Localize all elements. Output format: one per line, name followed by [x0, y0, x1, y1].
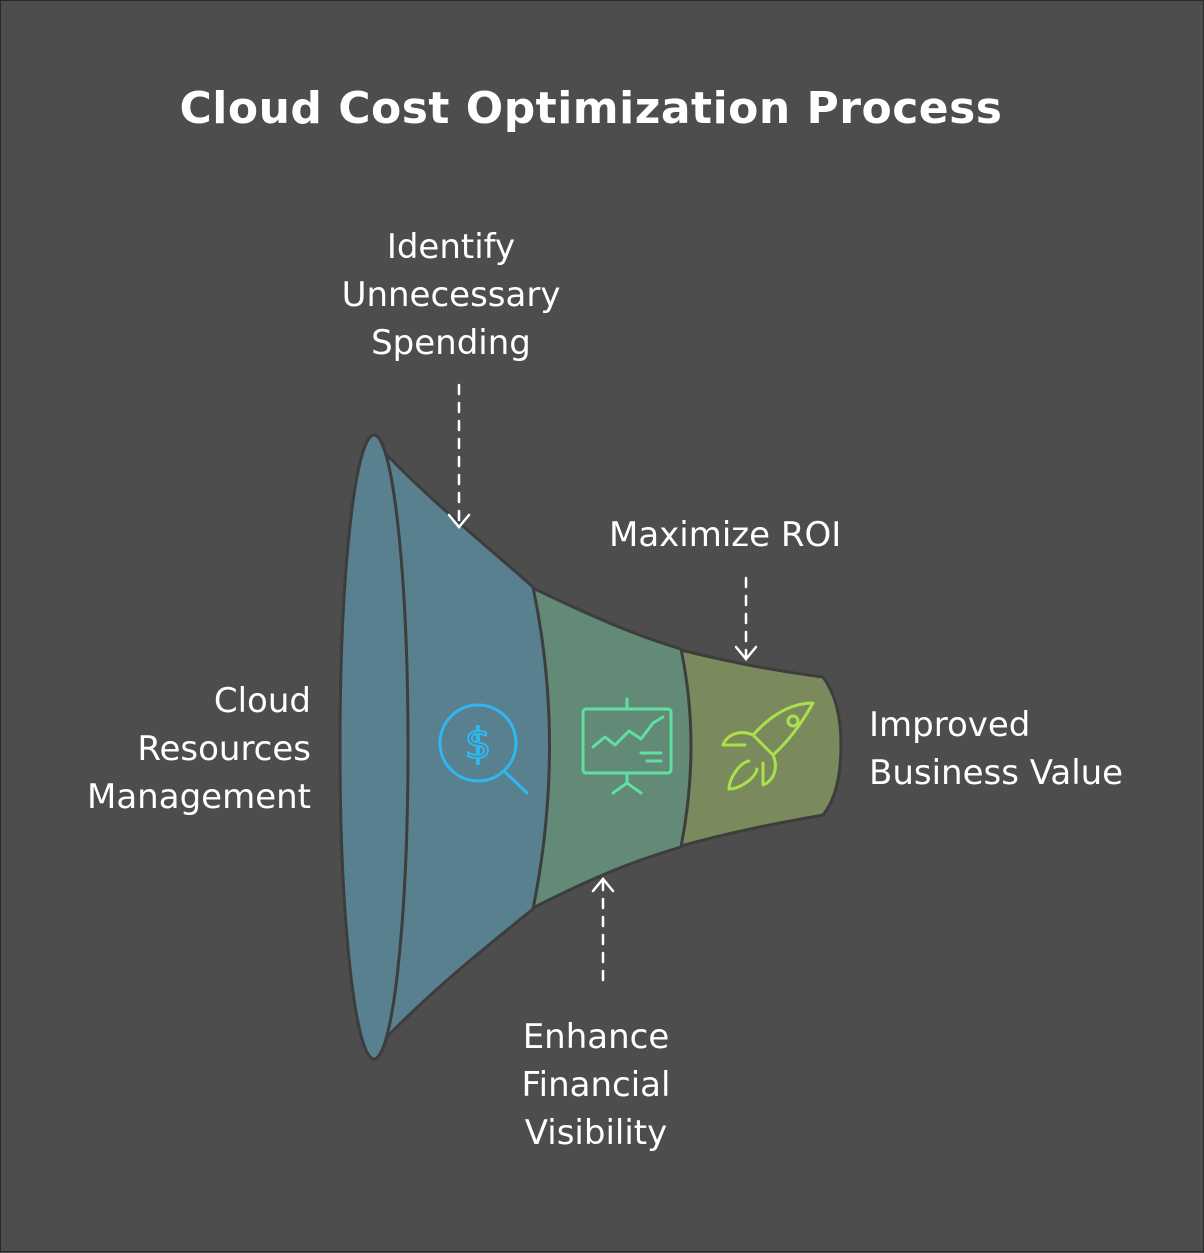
rocket-icon — [721, 701, 815, 791]
chart-board-icon — [581, 697, 673, 795]
label-line: Financial — [521, 1065, 671, 1105]
label-line: Identify — [386, 227, 516, 267]
funnel-rim — [338, 433, 410, 1061]
funnel-segment-2 — [528, 584, 693, 912]
label-line: Improved — [869, 705, 1031, 745]
svg-text:$: $ — [465, 719, 492, 768]
label-line: Resources — [137, 729, 311, 769]
label-line: Visibility — [524, 1113, 668, 1153]
arrow-identify — [447, 383, 471, 529]
label-line: Cloud — [213, 681, 311, 721]
label-line: Management — [87, 777, 311, 817]
label-line: Maximize ROI — [609, 515, 842, 555]
funnel-segment-3 — [674, 646, 843, 850]
label-identify-spending: Identify Unnecessary Spending — [301, 223, 601, 367]
page-title: Cloud Cost Optimization Process — [179, 83, 1003, 134]
arrow-enhance — [591, 877, 615, 989]
label-maximize-roi: Maximize ROI — [609, 511, 889, 559]
dollar-search-icon: $ — [438, 703, 529, 795]
label-line: Spending — [371, 323, 531, 363]
arrow-roi — [734, 576, 758, 661]
label-improved-value: Improved Business Value — [869, 701, 1189, 797]
label-line: Business Value — [869, 753, 1124, 793]
label-line: Unnecessary — [341, 275, 561, 315]
label-enhance-visibility: Enhance Financial Visibility — [451, 1013, 741, 1157]
label-line: Enhance — [522, 1017, 670, 1057]
label-cloud-resources: Cloud Resources Management — [21, 677, 311, 821]
